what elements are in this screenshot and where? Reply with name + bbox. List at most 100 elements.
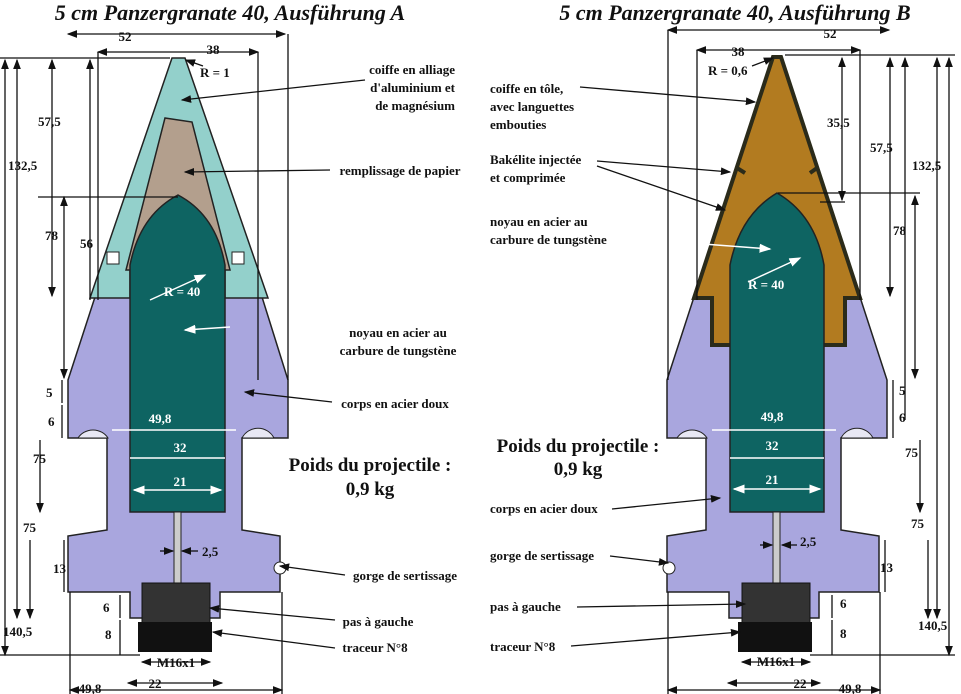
crimp-groove-a [273,561,287,575]
dim-22-a: 22 [149,676,162,691]
weight-value-b: 0,9 kg [554,459,603,480]
dim-140-5-b: 140,5 [918,618,948,633]
dim-75a-a: 75 [33,451,47,466]
dim-49-8b-b: 49,8 [839,681,862,694]
dim-5-b: 5 [899,383,906,398]
label-thread-b: pas à gauche [490,599,561,614]
label-tracer-b: traceur N°8 [490,639,556,654]
dim-2-5-a: 2,5 [202,544,219,559]
label-paper-a: remplissage de papier [339,163,460,178]
dim-5-a: 5 [46,385,53,400]
sheet-tab-left-b [735,166,747,175]
dim-32-a: 32 [174,440,187,455]
dim-49-8b-a: 49,8 [79,681,102,694]
dim-56-a: 56 [80,236,94,251]
dim-thread-b: M16x1 [757,654,795,669]
dim-38-a: 38 [207,42,221,57]
core-pointer-b [689,242,772,253]
dim-49-8-b: 49,8 [761,409,784,424]
coiffe-slot-right-a [231,251,245,265]
dim-thread-a: M16x1 [157,655,195,670]
dim-75a-b: 75 [905,445,919,460]
title-b: 5 cm Panzergranate 40, Ausführung B [559,0,910,25]
thread-a [141,582,211,624]
radius-line-a [149,274,207,301]
dim-8-a: 8 [105,627,112,642]
label-tracer-a: traceur N°8 [342,640,408,655]
core-a [129,194,226,513]
label-body-b: corps en acier doux [490,501,598,516]
title-a: 5 cm Panzergranate 40, Ausführung A [55,0,405,25]
dim-6b-a: 6 [103,600,110,615]
label-bakelite-b-2: et comprimée [490,170,566,185]
dim-78-b: 78 [893,223,907,238]
dim-52-b: 52 [824,26,837,41]
dim-132-5-b: 132,5 [912,158,942,173]
dim-6-a: 6 [48,414,55,429]
dimension-lines-a [0,30,289,694]
dim-140-5-a: 140,5 [3,624,33,639]
dim-22-b: 22 [794,676,807,691]
dim-r-tip-b: R = 0,6 [708,63,748,78]
label-core-b-1: noyau en acier au [490,214,588,229]
label-coiffe-a-3: de magnésium [375,98,455,113]
dim-6b-b: 6 [840,596,847,611]
radius-line-b [747,257,802,283]
shell-a: 5 cm Panzergranate 40, Ausführung A [0,0,461,694]
core-pointer-a [183,324,231,334]
label-core-a-2: carbure de tungstène [340,343,457,358]
dim-21-a: 21 [174,474,187,489]
dim-75b-a: 75 [23,520,37,535]
leader-lines-a [180,59,366,649]
label-coiffe-b-3: embouties [490,117,546,132]
label-coiffe-a-1: coiffe en alliage [369,62,455,77]
dim-r-tip-a: R = 1 [200,65,230,80]
dim-52-a: 52 [119,29,132,44]
dim-78-a: 78 [45,228,59,243]
label-coiffe-b-1: coiffe en tôle, [490,81,563,96]
label-body-a: corps en acier doux [341,396,449,411]
label-coiffe-b-2: avec languettes [490,99,574,114]
weight-value-a: 0,9 kg [346,479,395,500]
dim-21-b: 21 [766,472,779,487]
dim-8-b: 8 [840,626,847,641]
label-core-a-1: noyau en acier au [349,325,447,340]
groove-left-b [676,429,708,439]
tracer-b [738,622,812,652]
label-bakelite-b-1: Bakélite injectée [490,152,582,167]
weight-label-a: Poids du projectile : [289,455,452,476]
tracer-channel-b [772,511,781,585]
dim-75b-b: 75 [911,516,925,531]
dim-35-5-b: 35,5 [827,115,850,130]
dimension-lines-b [666,26,955,694]
dim-57-5-a: 57,5 [38,114,61,129]
dim-r-ogive-b: R = 40 [748,277,784,292]
groove-left-a [77,429,109,439]
crimp-groove-b [662,561,676,575]
dim-132-5-a: 132,5 [8,158,38,173]
groove-right-a [241,427,275,439]
label-crimp-b: gorge de sertissage [490,548,594,563]
label-crimp-a: gorge de sertissage [353,568,457,583]
tracer-a [138,622,212,652]
dim-r-ogive-a: R = 40 [164,284,200,299]
core-b [729,192,825,513]
dim-32-b: 32 [766,438,779,453]
dim-13-b: 13 [880,560,894,575]
label-thread-a: pas à gauche [343,614,414,629]
groove-right-b [840,427,874,439]
thread-b [741,582,811,624]
shell-b: 5 cm Panzergranate 40, Ausführung B [490,0,955,694]
label-coiffe-a-2: d'aluminium et [370,80,456,95]
sheet-tab-right-b [808,166,819,175]
dim-49-8-a: 49,8 [149,411,172,426]
dim-13-a: 13 [53,561,67,576]
leader-lines-b [570,57,775,647]
dim-2-5-b: 2,5 [800,534,817,549]
weight-label-b: Poids du projectile : [497,436,660,457]
dim-57-5-b: 57,5 [870,140,893,155]
label-core-b-2: carbure de tungstène [490,232,607,247]
dim-38-b: 38 [732,44,746,59]
